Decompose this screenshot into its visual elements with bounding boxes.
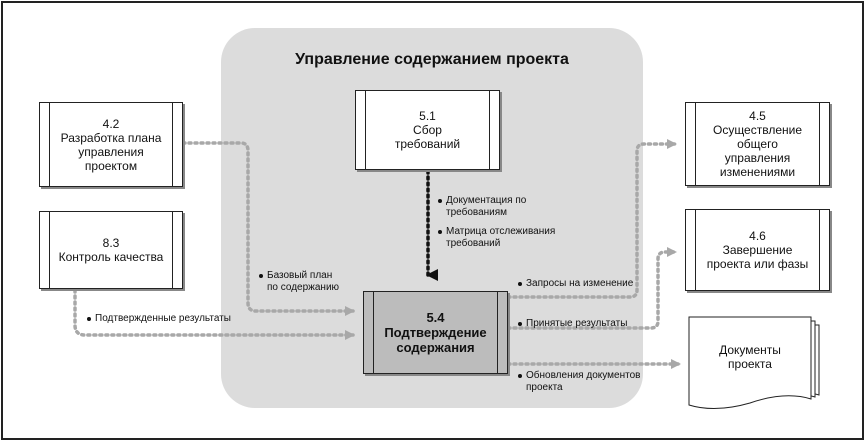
label-validated-deliverables: Подтвержденные результаты bbox=[95, 313, 231, 324]
documents-label: Документы проекта bbox=[689, 343, 811, 371]
process-name-line: Подтверждение bbox=[384, 325, 487, 340]
label-traceability-matrix: Матрица отслеживания требований bbox=[446, 226, 555, 250]
label-change-requests: Запросы на изменение bbox=[526, 278, 634, 289]
documents-label-line: проекта bbox=[728, 357, 772, 371]
diagram-title: Управление содержанием проекта bbox=[295, 51, 569, 68]
arrow-54-to-46 bbox=[506, 247, 677, 330]
process-name-line: управления bbox=[724, 151, 791, 165]
label-line: по содержанию bbox=[267, 282, 340, 293]
process-number: 4.2 bbox=[102, 116, 120, 131]
arrow-83-to-54 bbox=[73, 288, 355, 340]
label-document-updates: Обновления документов проекта bbox=[526, 370, 640, 394]
process-name-line: проекта или фазы bbox=[706, 257, 809, 271]
process-number: 4.6 bbox=[749, 229, 766, 243]
arrows-layer bbox=[73, 139, 820, 409]
process-name-line: Контроль качества bbox=[58, 250, 164, 264]
documents-label-line: Документы bbox=[719, 343, 781, 357]
process-number: 5.1 bbox=[419, 109, 436, 123]
label-accepted-deliverables: Принятые результаты bbox=[526, 318, 628, 329]
process-box-4-5: 4.5 Осуществление общего управления изме… bbox=[685, 102, 830, 186]
process-name-line: Завершение bbox=[722, 243, 793, 257]
process-box-5-1: 5.1 Сбор требований bbox=[355, 90, 500, 170]
label-line: проекта bbox=[526, 382, 563, 393]
label-requirements-docs: Документация по требованиям bbox=[446, 195, 526, 219]
process-name-line: содержания bbox=[396, 340, 475, 355]
process-name-line: управления bbox=[78, 144, 144, 159]
process-box-4-6: 4.6 Завершение проекта или фазы bbox=[685, 209, 830, 291]
documents-stack-icon bbox=[688, 316, 820, 409]
process-name-line: общего bbox=[737, 137, 778, 151]
process-name-line: Осуществление bbox=[712, 123, 803, 137]
process-name-line: изменениями bbox=[719, 165, 796, 179]
process-box-4-2: 4.2 Разработка плана управления проектом bbox=[39, 102, 183, 187]
process-number: 8.3 bbox=[102, 236, 120, 250]
label-scope-baseline: Базовый план по содержанию bbox=[267, 270, 339, 294]
label-line: Матрица отслеживания bbox=[446, 226, 556, 237]
process-name-line: Разработка плана bbox=[60, 130, 162, 145]
label-line: Базовый план bbox=[267, 270, 333, 281]
label-line: требованиям bbox=[446, 207, 508, 218]
process-number: 5.4 bbox=[426, 310, 445, 325]
label-line: Документация по bbox=[446, 195, 527, 206]
label-line: требований bbox=[446, 238, 501, 249]
process-box-8-3: 8.3 Контроль качества bbox=[39, 211, 183, 289]
arrow-54-to-45 bbox=[506, 139, 677, 299]
label-line: Обновления документов bbox=[526, 370, 641, 381]
process-name-line: проектом bbox=[84, 158, 138, 173]
process-name-line: требований bbox=[394, 137, 461, 151]
process-number: 4.5 bbox=[749, 109, 766, 123]
arrow-42-to-54 bbox=[181, 141, 355, 316]
process-box-5-4: 5.4 Подтверждение содержания bbox=[363, 291, 508, 374]
process-name-line: Сбор bbox=[413, 123, 442, 137]
